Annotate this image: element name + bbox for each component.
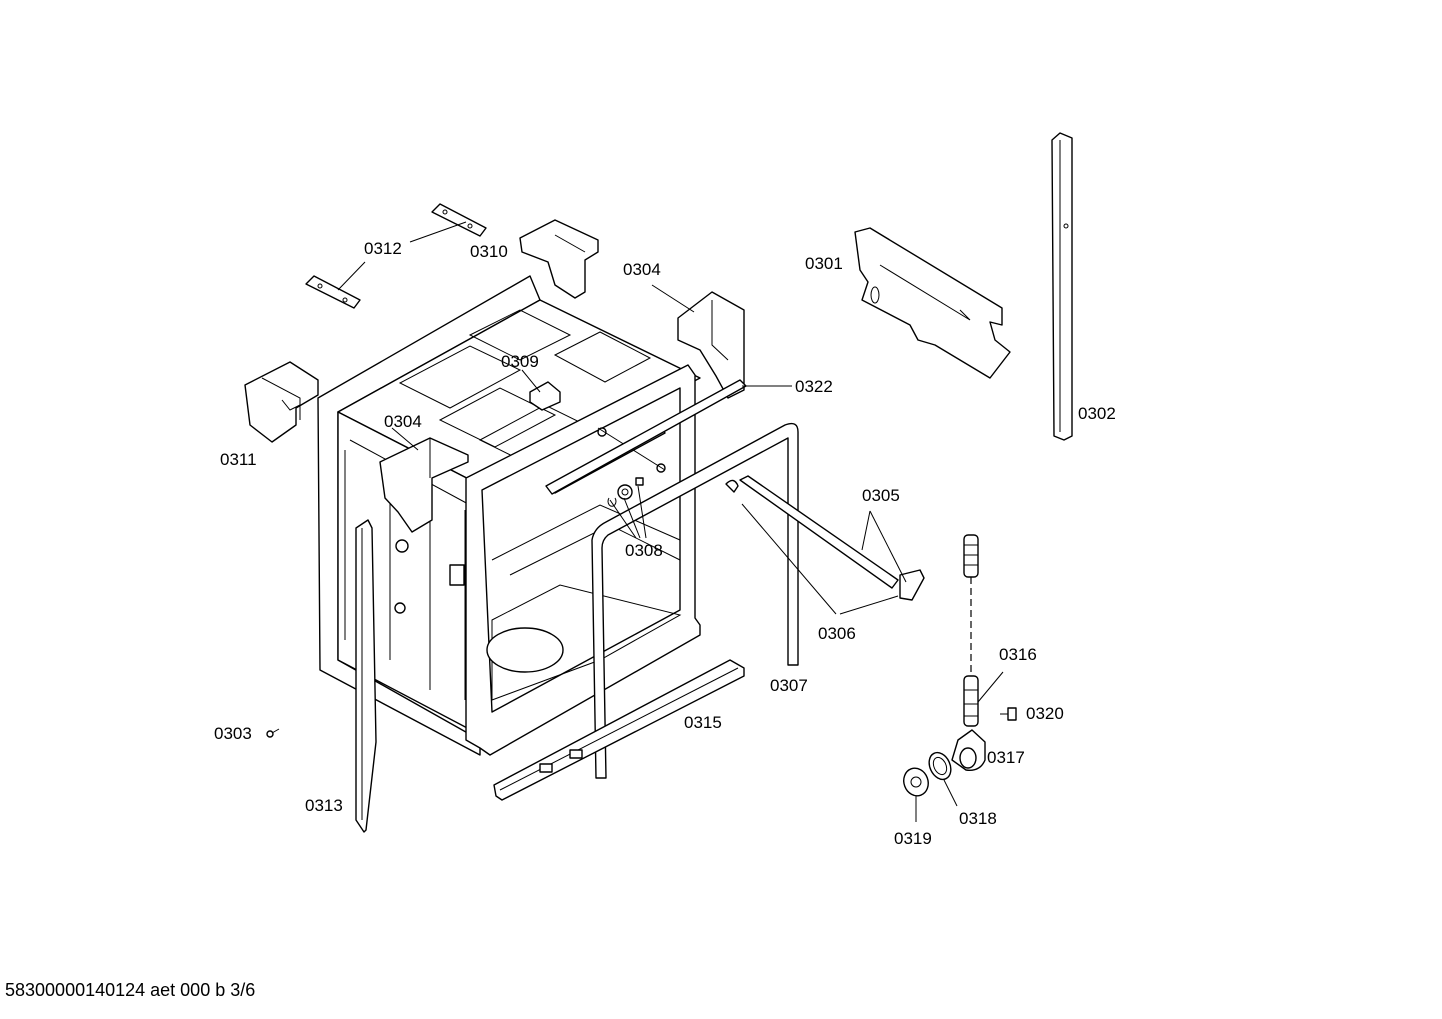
strip-0302 xyxy=(1051,132,1073,441)
panel-0301 xyxy=(854,227,1011,379)
callout-0304-left: 0304 xyxy=(384,412,422,431)
callout-0315: 0315 xyxy=(684,713,722,732)
callout-0308: 0308 xyxy=(625,541,663,560)
leader-lines xyxy=(337,221,1004,822)
bracket-0311 xyxy=(244,361,319,443)
bracket-0304-left xyxy=(379,437,469,533)
callout-0317: 0317 xyxy=(987,748,1025,767)
callout-0307: 0307 xyxy=(770,676,808,695)
elbow-0317 xyxy=(951,729,986,771)
callout-0301: 0301 xyxy=(805,254,843,273)
rail-0315 xyxy=(493,659,745,801)
callout-0313: 0313 xyxy=(305,796,343,815)
callout-0310: 0310 xyxy=(470,242,508,261)
callout-0319: 0319 xyxy=(894,829,932,848)
strip-0313 xyxy=(355,519,377,833)
document-id-footer: 58300000140124 aet 000 b 3/6 xyxy=(5,980,256,1000)
ring-0318 xyxy=(928,751,952,781)
callout-0311: 0311 xyxy=(220,450,257,469)
bracket-0310 xyxy=(519,219,599,299)
callout-0302: 0302 xyxy=(1078,404,1116,423)
callout-0305: 0305 xyxy=(862,486,900,505)
screw-0303 xyxy=(266,728,280,738)
callout-0316: 0316 xyxy=(999,645,1037,664)
rail-0305 xyxy=(725,475,925,601)
screw-0320 xyxy=(1000,707,1017,721)
callout-labels: 0301 0302 0303 0304 0304 0305 0306 0307 … xyxy=(214,239,1116,848)
callout-0312: 0312 xyxy=(364,239,402,258)
parts-0308 xyxy=(607,477,644,507)
callout-0303: 0303 xyxy=(214,724,252,743)
callout-0304-right: 0304 xyxy=(623,260,661,279)
callout-0318: 0318 xyxy=(959,809,997,828)
bracket-0304-right xyxy=(677,291,745,399)
nut-0319 xyxy=(903,767,929,797)
callout-0322: 0322 xyxy=(795,377,833,396)
clips-0312 xyxy=(305,203,487,309)
callout-0309: 0309 xyxy=(501,352,539,371)
hose-0316 xyxy=(963,534,979,727)
callout-0320: 0320 xyxy=(1026,704,1064,723)
gasket-0307 xyxy=(591,422,799,779)
callout-0306: 0306 xyxy=(818,624,856,643)
